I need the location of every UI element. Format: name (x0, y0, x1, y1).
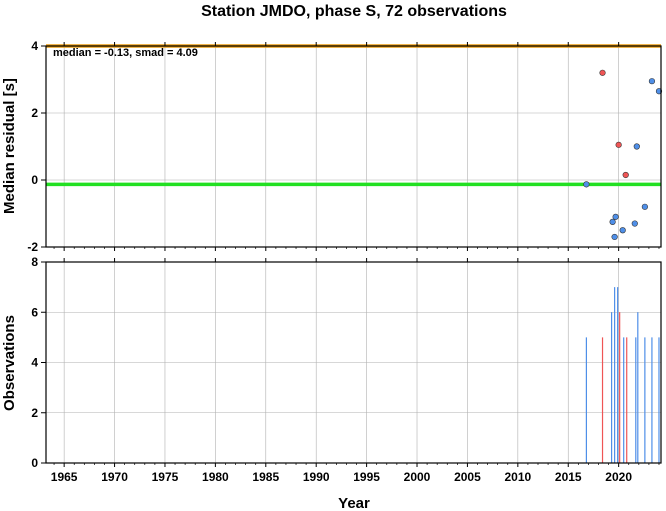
chart-title: Station JMDO, phase S, 72 observations (201, 3, 507, 20)
blue-residual-point (612, 213, 619, 220)
red-residual-point (599, 69, 606, 76)
blue-residual-point (648, 78, 656, 85)
blue-residual-point (619, 227, 626, 234)
y-tick-label: -2 (27, 240, 38, 254)
panel-0-frame (45, 45, 662, 248)
blue-residual-point (609, 218, 616, 225)
bottom-panel-grid (46, 261, 661, 464)
x-tick-label: 1965 (51, 470, 78, 484)
blue-residual-point (655, 88, 663, 95)
y-tick-label: 2 (31, 106, 38, 120)
x-tick-label: 1990 (303, 470, 330, 484)
y-tick-label: 4 (31, 39, 38, 53)
y-tick-label: 0 (31, 173, 38, 187)
y-tick-label: 8 (31, 255, 38, 269)
blue-residual-point (611, 233, 618, 241)
x-tick-label: 2005 (454, 470, 481, 484)
y-tick-label: 6 (31, 305, 38, 319)
x-tick-label: 2015 (555, 470, 582, 484)
bottom-y-axis-label: Observations (1, 315, 18, 411)
x-tick-label: 1970 (101, 470, 128, 484)
x-tick-label: 2010 (504, 470, 531, 484)
median-smad-annotation: median = -0.13, smad = 4.09 (53, 47, 198, 59)
top-y-axis-label: Median residual [s] (1, 78, 18, 214)
x-tick-label: 1995 (353, 470, 380, 484)
panel-frames (45, 45, 662, 464)
red-residual-point (622, 171, 629, 179)
x-tick-label: 2000 (404, 470, 431, 484)
residual-scatter-plot (46, 44, 663, 241)
x-axis-label: Year (338, 495, 370, 511)
y-tick-label: 0 (31, 456, 38, 470)
x-tick-label: 2020 (605, 470, 632, 484)
blue-residual-point (633, 143, 640, 150)
x-tick-label: 1975 (152, 470, 179, 484)
blue-residual-point (583, 181, 590, 188)
observations-bar-plot (585, 287, 660, 463)
blue-residual-point (641, 203, 648, 210)
y-tick-label: 2 (31, 406, 38, 420)
y-tick-label: 4 (31, 356, 38, 370)
axis-ticks: -2 0 2 4 0 2 4 6 8 1965 1970 1975 1980 1985 1990 1995 20… (27, 39, 660, 484)
x-tick-label: 1980 (202, 470, 229, 484)
blue-residual-point (631, 220, 638, 227)
top-panel-grid (46, 45, 661, 248)
red-residual-point (615, 141, 622, 148)
x-tick-label: 1985 (252, 470, 279, 484)
